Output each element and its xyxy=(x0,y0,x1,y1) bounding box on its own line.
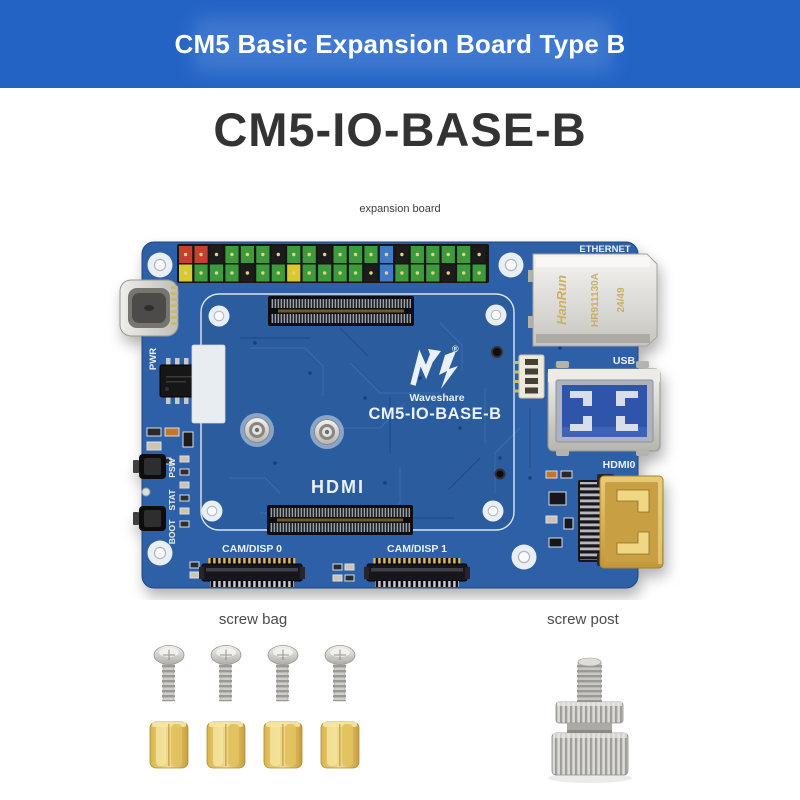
hdmi-logo-silk: HDMI xyxy=(311,477,365,497)
screw-post xyxy=(548,657,632,783)
standoff-hole-left xyxy=(240,413,274,447)
pcb-vias xyxy=(218,341,562,510)
ethernet-jack-part: HR911130A xyxy=(590,273,601,327)
boot-button xyxy=(133,506,166,531)
label-sticker xyxy=(191,344,226,424)
screw-post-label: screw post xyxy=(547,611,619,628)
boot-label: BOOT xyxy=(167,519,177,544)
waveshare-logo: ® xyxy=(410,344,459,389)
usb-label: USB xyxy=(613,355,636,367)
usb-c-port xyxy=(119,279,179,337)
ethernet-jack-brand: HanRun xyxy=(554,275,569,325)
ethernet-port: HanRun HR911130A 24/49 xyxy=(528,253,658,347)
cam-disp-1-label: CAM/DISP 1 xyxy=(387,543,447,555)
screw-bag-label: screw bag xyxy=(218,611,288,628)
smd-components-bottom xyxy=(189,561,355,582)
b2b-connector-bottom xyxy=(267,505,413,535)
screws xyxy=(153,644,356,702)
standoff-hole-right xyxy=(310,415,344,449)
reg-mark: ® xyxy=(452,344,459,354)
power-chip xyxy=(159,358,199,404)
screw xyxy=(153,644,185,702)
smd-components-right xyxy=(545,470,574,548)
header-banner: CM5 Basic Expansion Board Type B xyxy=(0,0,800,88)
pcb-traces-dark xyxy=(240,327,531,519)
screw xyxy=(324,644,356,702)
stat-led xyxy=(141,487,151,497)
usb-a-port xyxy=(547,361,661,456)
screw xyxy=(210,644,242,702)
stat-label: STAT xyxy=(167,489,177,511)
cam-disp-0-connector xyxy=(198,557,306,588)
pcb-board: PWR xyxy=(119,241,664,589)
screw xyxy=(267,644,299,702)
banner-title: CM5 Basic Expansion Board Type B xyxy=(174,28,626,59)
ethernet-jack-date: 24/49 xyxy=(616,287,627,312)
psw-label: PSW xyxy=(167,457,177,477)
cam-disp-0-label: CAM/DISP 0 xyxy=(222,543,282,555)
brand-silk: Waveshare xyxy=(409,392,464,404)
board-hole-dark-1 xyxy=(491,346,503,358)
standoff xyxy=(320,721,360,769)
product-caption: expansion board xyxy=(359,203,441,215)
jst-connector xyxy=(514,354,545,399)
board-hole-dark-2 xyxy=(494,468,506,480)
gpio-header xyxy=(177,244,489,283)
resistor-column xyxy=(179,455,190,528)
standoff xyxy=(263,721,303,769)
model-silk: CM5-IO-BASE-B xyxy=(369,405,502,423)
standoffs xyxy=(149,721,360,769)
cam-disp-1-connector xyxy=(363,557,471,588)
hdmi0-label: HDMI0 xyxy=(603,459,636,471)
accessories-photo xyxy=(149,644,632,783)
pwr-label: PWR xyxy=(148,348,159,370)
psw-button xyxy=(133,454,166,479)
b2b-connector-top xyxy=(268,296,414,326)
banner-text-glow xyxy=(193,17,613,73)
standoff xyxy=(206,721,246,769)
standoff xyxy=(149,721,189,769)
ethernet-label: ETHERNET xyxy=(579,244,630,255)
pcb-photo: PWR xyxy=(119,241,664,589)
product-title: CM5-IO-BASE-B xyxy=(213,103,587,156)
hdmi-port xyxy=(578,474,664,569)
